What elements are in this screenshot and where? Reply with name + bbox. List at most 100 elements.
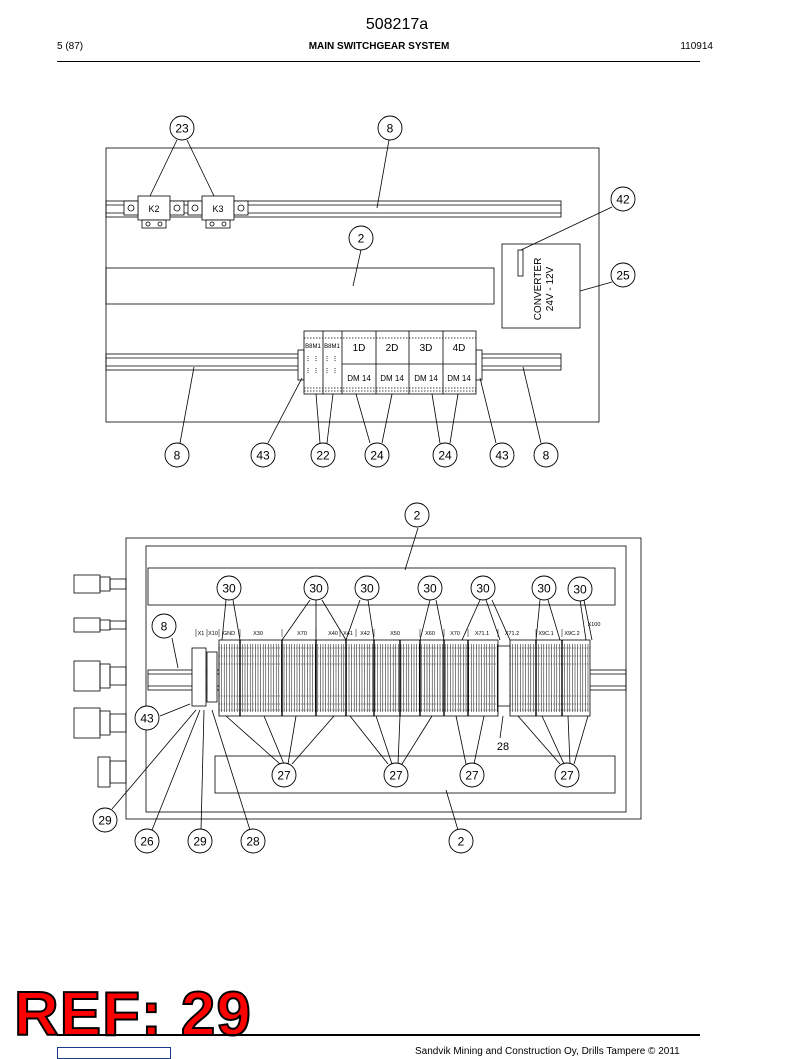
top-callout-number: 43 [495,449,509,463]
end-clamp [191,647,207,707]
converter: CONVERTER 24V - 12V [501,243,581,329]
bottom-callout-circle [404,502,430,528]
bmi-module-1-label: B8M1 [305,344,321,350]
terminal-label: X60 [425,631,435,637]
bottom-leader-lines [111,527,593,831]
bottom-callout-number: 27 [389,769,403,783]
bottom-callout-circle [303,575,329,601]
top-callout-circle [533,442,559,468]
top-callout-circle [310,442,336,468]
top-callout-number: 8 [174,449,181,463]
terminal-strip-1 [218,639,499,717]
lower-cable-duct [214,755,616,794]
top-callout-number: 8 [543,449,550,463]
terminal-label: GND [223,631,235,637]
bottom-callout-circle [417,575,443,601]
callout-label-plain: 28 [497,741,509,753]
cable-glands [73,574,127,788]
top-callout-number: 43 [256,449,270,463]
document-code: 110914 [680,41,713,52]
terminal-label: X70 [297,631,307,637]
footer-copyright: Sandvik Mining and Construction Oy, Dril… [415,1046,680,1057]
document-number: 508217a [365,16,429,33]
top-callout-number: 24 [438,449,452,463]
dm-4d-label: 4D [453,343,466,354]
bottom-callout-circle [151,613,177,639]
top-callout-circle [169,115,195,141]
top-callout-circle [250,442,276,468]
bottom-callout-number: 27 [560,769,574,783]
top-cable-duct [105,267,495,305]
terminal-label: X50 [390,631,400,637]
bottom-callout-number: 30 [222,582,236,596]
bottom-callout-number: 29 [98,814,112,828]
bottom-callout-circle [459,762,485,788]
bottom-callout-number: 30 [537,582,551,596]
sandvik-logo [57,1047,171,1059]
bottom-callout-circle [134,828,160,854]
top-callout-number: 22 [316,449,330,463]
bottom-callout-circle [216,575,242,601]
terminal-blocks [218,639,591,717]
top-callout-circle [377,115,403,141]
bottom-callout-number: 27 [277,769,291,783]
bottom-callout-number: 29 [193,835,207,849]
top-callout-circle [610,186,636,212]
bottom-callout-number: 30 [360,582,374,596]
top-leader-lines [149,139,613,444]
bottom-callout-number: 26 [140,835,154,849]
top-diagram: K2 K3 CONVERTER 24V - 12V [105,139,613,444]
top-callout-number: 24 [370,449,384,463]
dm14-label-4: DM 14 [447,374,471,383]
terminal-label: X70 [450,631,460,637]
top-callout-circle [164,442,190,468]
bottom-callout-number: 30 [573,583,587,597]
bottom-callout-circle [354,575,380,601]
top-callout-number: 23 [175,122,189,136]
bottom-callout-circle [448,828,474,854]
top-callout-number: 42 [616,193,630,207]
bottom-callout-circle [92,807,118,833]
bottom-callout-circle [470,575,496,601]
top-callout-number: 25 [616,269,630,283]
ref-stamp: REF: 29 [13,980,252,1049]
header-rule [57,61,700,62]
bmi-module-2-label: B8M1 [324,344,340,350]
dm-1d-label: 1D [353,343,366,354]
terminal-label: X42 [360,631,370,637]
terminal-label: X1 [198,631,205,637]
bottom-callout-circle [271,762,297,788]
converter-voltage: 24V - 12V [545,266,556,311]
bottom-callout-number: 28 [246,835,260,849]
bottom-callout-number: 30 [476,582,490,596]
dm-module-block: B8M1 B8M1 1D 2D 3D 4D DM 14 DM 14 DM 14 … [303,330,477,395]
relay-k2-label: K2 [148,204,159,214]
footer-rule [57,1034,700,1036]
bottom-callout-circle [383,762,409,788]
bottom-callout-circle [567,576,593,602]
top-callout-circle [348,225,374,251]
terminal-strip-2 [509,639,591,717]
upper-cable-duct [147,567,616,606]
top-din-rail [105,200,562,218]
terminal-label: X30 [253,631,263,637]
dm-3d-label: 3D [420,343,433,354]
terminal-label: X71.1 [475,631,489,637]
bottom-callout-circle [134,705,160,731]
page-number: 5 (87) [57,41,84,52]
bottom-callout-number: 30 [309,582,323,596]
bottom-callout-number: 2 [414,509,421,523]
dm-2d-label: 2D [386,343,399,354]
relay-k3: K3 [187,195,249,229]
dm14-label-1: DM 14 [347,374,371,383]
terminal-label: X9C.1 [538,631,553,637]
converter-label: CONVERTER [533,258,544,321]
terminal-label: X71.2 [505,631,519,637]
bottom-callout-number: 43 [140,712,154,726]
bottom-callout-circle [240,828,266,854]
terminal-label: X100 [588,622,601,628]
